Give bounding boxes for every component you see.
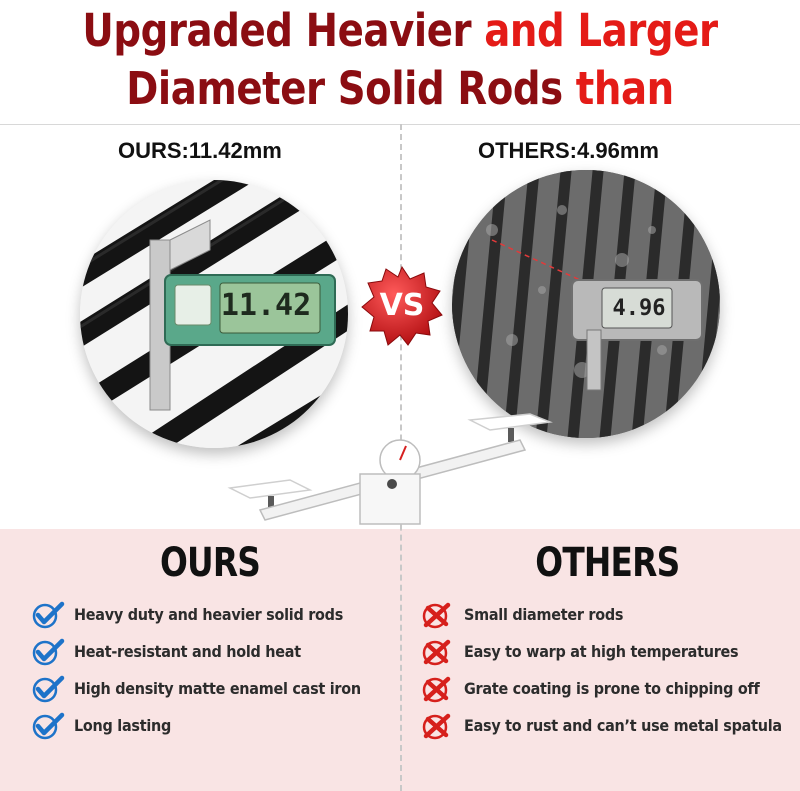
list-item: Easy to rust and can’t use metal spatula — [420, 707, 800, 744]
others-feature-list: Small diameter rods Easy to warp at high… — [420, 596, 800, 744]
headline-line-1: Upgraded Heavier and Larger — [56, 0, 744, 62]
seesaw-illustration — [220, 400, 560, 530]
cross-icon — [422, 639, 451, 665]
vs-badge — [360, 265, 444, 349]
others-measurement-label: OTHERS:4.96mm — [478, 138, 659, 163]
list-item-text: Easy to rust and can’t use metal spatula — [464, 716, 782, 735]
headline-line-1-red: and Larger — [484, 4, 718, 57]
checkmark-icon — [32, 675, 65, 702]
list-item: Heavy duty and heavier solid rods — [30, 596, 393, 633]
cross-icon — [422, 676, 451, 702]
checkmark-icon — [32, 712, 65, 739]
list-item-text: Grate coating is prone to chipping off — [464, 679, 760, 698]
list-item-text: Heavy duty and heavier solid rods — [74, 605, 344, 624]
ours-caliper-reading: 11.42 — [220, 288, 312, 323]
list-item-text: Heat-resistant and hold heat — [74, 642, 301, 661]
list-item-text: Long lasting — [74, 716, 172, 735]
list-item: Grate coating is prone to chipping off — [420, 670, 800, 707]
checkmark-icon — [32, 638, 65, 665]
others-caliper-reading: 4.96 — [612, 296, 666, 321]
ours-title: OURS — [159, 540, 261, 586]
vs-label: VS — [379, 288, 425, 323]
cross-icon — [422, 602, 451, 628]
list-item-text: High density matte enamel cast iron — [74, 679, 361, 698]
cross-icon — [422, 713, 451, 739]
headline-line-2-dark: Diameter Solid Rods — [126, 62, 563, 115]
list-item: Heat-resistant and hold heat — [30, 633, 393, 670]
headline-line-2: Diameter Solid Rods than Others — [56, 58, 744, 182]
list-item: Small diameter rods — [420, 596, 800, 633]
checkmark-icon — [32, 601, 65, 628]
ours-measurement-label: OURS:11.42mm — [118, 138, 282, 163]
list-item-text: Small diameter rods — [464, 605, 624, 624]
list-item-text: Easy to warp at high temperatures — [464, 642, 739, 661]
ours-feature-list: Heavy duty and heavier solid rods Heat-r… — [30, 596, 393, 744]
others-grate-photo — [452, 170, 720, 438]
others-title: OTHERS — [535, 540, 680, 586]
list-item: Long lasting — [30, 707, 393, 744]
list-item: Easy to warp at high temperatures — [420, 633, 800, 670]
headline-line-1-dark: Upgraded Heavier — [82, 4, 472, 57]
list-item: High density matte enamel cast iron — [30, 670, 393, 707]
